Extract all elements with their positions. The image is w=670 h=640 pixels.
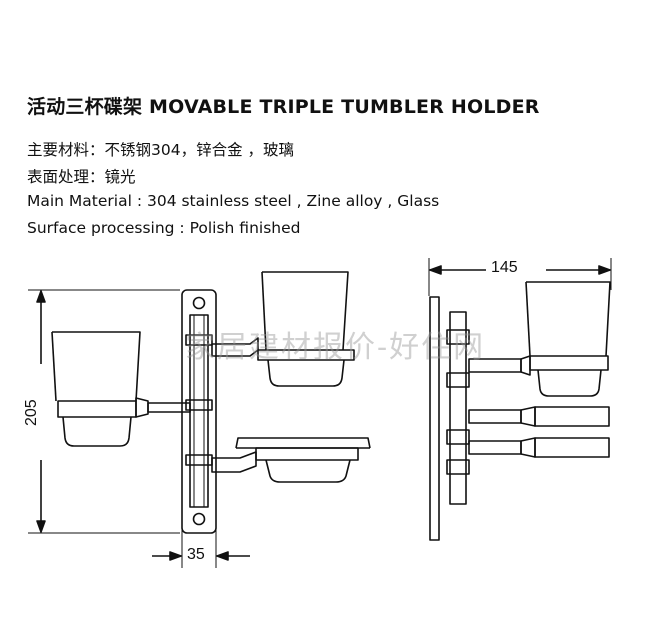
side-view [429, 281, 611, 541]
left-arm [147, 402, 191, 413]
main-material-en: Main Material : 304 stainless steel , Zi… [27, 192, 440, 210]
side-ring-holder [529, 355, 609, 371]
pivot-collar [185, 399, 213, 411]
surface-processing-en: Surface processing : Polish finished [27, 219, 301, 237]
upper-right-ring-holder [257, 349, 355, 361]
width-dimension-label: 145 [491, 259, 518, 276]
main-material-cn: 主要材料：不锈钢304，锌合金 ，玻璃 [27, 141, 295, 159]
height-dimension-label: 205 [23, 399, 40, 426]
side-collar [446, 429, 470, 445]
side-collar [446, 372, 470, 388]
side-wall-plate [429, 296, 440, 541]
height-dimension [28, 289, 180, 534]
depth-dimension-label: 35 [187, 546, 205, 563]
soap-dish [235, 437, 371, 449]
watermark-text: 家居建材报价-好住网 [185, 330, 486, 365]
product-title: 活动三杯碟架 MOVABLE TRIPLE TUMBLER HOLDER [27, 96, 540, 118]
front-view [51, 271, 371, 534]
side-collar [446, 329, 470, 345]
soap-dish-holder [255, 447, 359, 461]
upper-right-tumbler-glass [262, 271, 349, 351]
side-arm-middle [468, 409, 522, 424]
screw-hole-top [192, 296, 206, 310]
side-arm-bottom [468, 440, 522, 455]
surface-treatment-cn: 表面处理：镜光 [27, 168, 136, 186]
pivot-collar [185, 334, 213, 346]
screw-hole-bottom [192, 512, 206, 526]
side-tumbler-glass [526, 281, 611, 357]
soap-dish-arm [211, 451, 257, 473]
depth-dimension [152, 530, 250, 568]
left-tumbler-glass [52, 331, 141, 402]
side-pole [449, 311, 467, 505]
width-dimension [428, 258, 612, 296]
side-collar [446, 459, 470, 475]
left-ring-holder [57, 400, 137, 418]
